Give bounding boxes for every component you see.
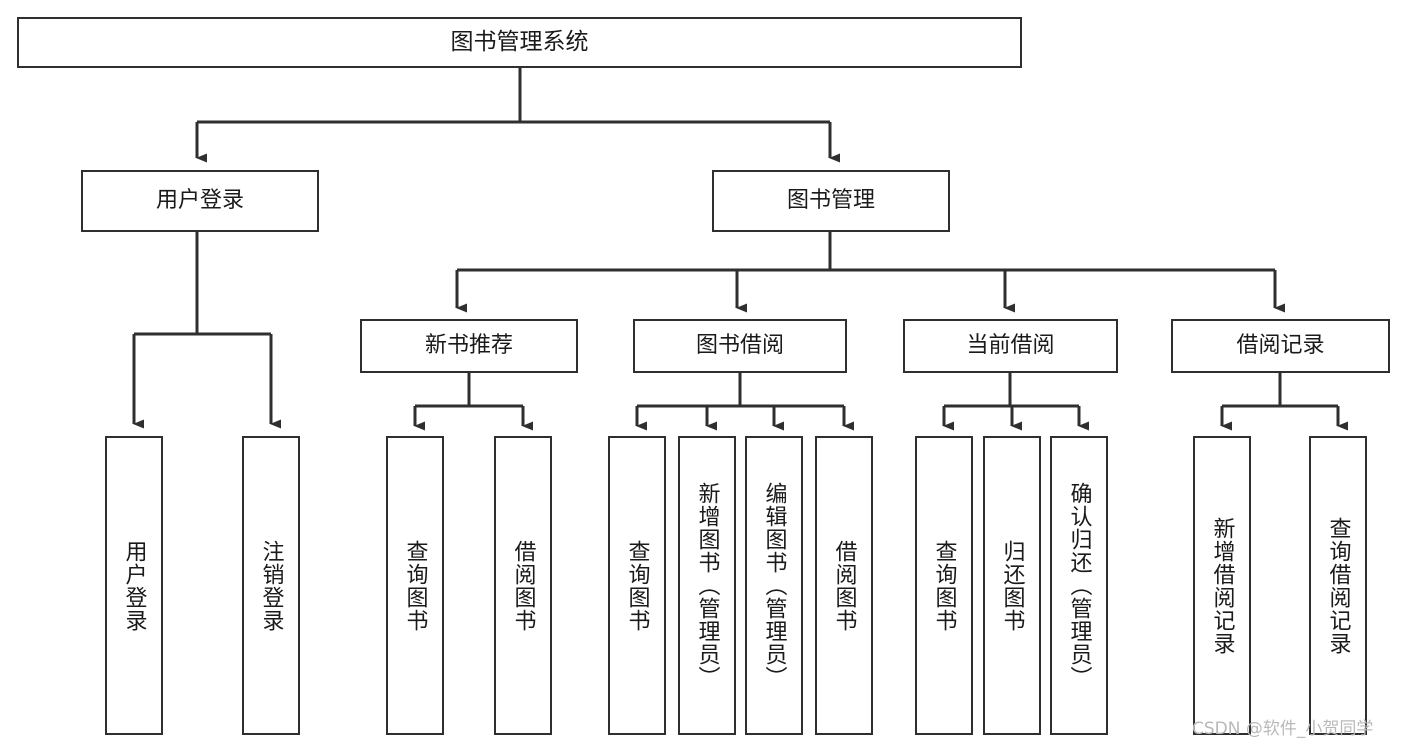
node-label: 查询图书 (624, 539, 650, 632)
node-label: 图书借阅 (695, 333, 784, 358)
node-label: 图书管理 (786, 188, 875, 213)
leaf-borrow-record-query-record[interactable]: 查询借阅记录 (1309, 436, 1367, 735)
node-root-book-management-system[interactable]: 图书管理系统 (17, 17, 1022, 68)
node-label: 借阅图书 (510, 539, 536, 632)
leaf-user-login-login[interactable]: 用户登录 (105, 436, 163, 735)
node-label: 查询借阅记录 (1325, 516, 1351, 655)
node-label: 新增借阅记录 (1209, 516, 1235, 655)
node-user-login[interactable]: 用户登录 (81, 170, 319, 232)
leaf-current-borrow-query-books[interactable]: 查询图书 (915, 436, 973, 735)
leaf-book-borrow-edit-book-admin[interactable]: 编辑图书（管理员） (745, 436, 803, 735)
leaf-new-book-query-books[interactable]: 查询图书 (386, 436, 444, 735)
node-label: 借阅图书 (831, 539, 857, 632)
node-book-management[interactable]: 图书管理 (712, 170, 950, 232)
node-label: 编辑图书（管理员） (761, 482, 787, 689)
leaf-book-borrow-add-book-admin[interactable]: 新增图书（管理员） (678, 436, 736, 735)
node-label: 归还图书 (999, 539, 1025, 632)
node-label: 确认归还（管理员） (1066, 482, 1092, 689)
leaf-book-borrow-query-books[interactable]: 查询图书 (608, 436, 666, 735)
node-new-book-recommend[interactable]: 新书推荐 (360, 319, 578, 373)
node-label: 图书管理系统 (450, 29, 589, 55)
node-book-borrow[interactable]: 图书借阅 (633, 319, 847, 373)
leaf-borrow-record-add-record[interactable]: 新增借阅记录 (1193, 436, 1251, 735)
leaf-current-borrow-confirm-return-admin[interactable]: 确认归还（管理员） (1050, 436, 1108, 735)
leaf-current-borrow-return-books[interactable]: 归还图书 (983, 436, 1041, 735)
node-label: 新书推荐 (424, 333, 513, 358)
node-label: 查询图书 (931, 539, 957, 632)
node-borrow-record[interactable]: 借阅记录 (1171, 319, 1390, 373)
leaf-new-book-borrow-books[interactable]: 借阅图书 (494, 436, 552, 735)
csdn-watermark: CSDN @软件_小贺同学 (1192, 719, 1374, 739)
leaf-book-borrow-borrow-books[interactable]: 借阅图书 (815, 436, 873, 735)
node-label: 注销登录 (258, 539, 284, 632)
node-label: 新增图书（管理员） (694, 482, 720, 689)
node-label: 用户登录 (121, 539, 147, 632)
node-label: 用户登录 (155, 188, 244, 213)
node-current-borrow[interactable]: 当前借阅 (903, 319, 1118, 373)
node-label: 当前借阅 (966, 333, 1055, 358)
node-label: 借阅记录 (1236, 333, 1325, 358)
leaf-user-login-logout[interactable]: 注销登录 (242, 436, 300, 735)
node-label: 查询图书 (402, 539, 428, 632)
